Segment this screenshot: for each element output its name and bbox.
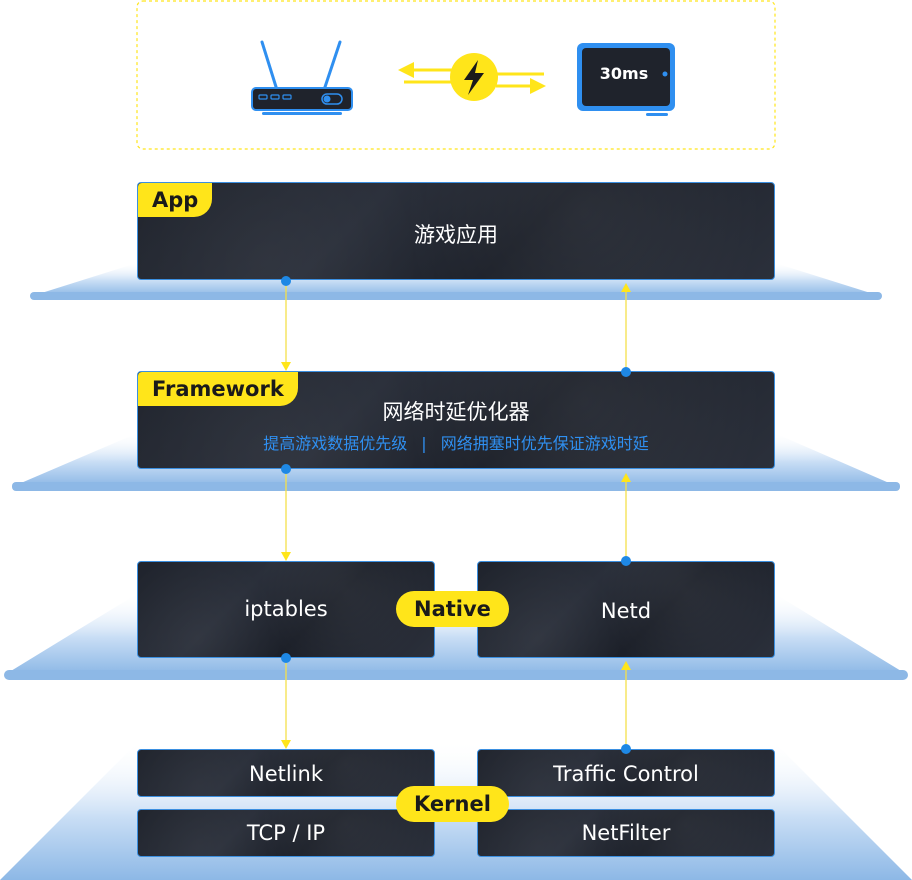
traffic-control-card[interactable]: Traffic Control — [477, 749, 775, 797]
arrow-heads — [281, 283, 631, 749]
framework-layer-title: 网络时延优化器 — [382, 400, 530, 424]
framework-subtitle: 提高游戏数据优先级 | 网络拥塞时优先保证游戏时延 — [138, 430, 774, 454]
framework-subtitle-right: 网络拥塞时优先保证游戏时延 — [440, 434, 649, 453]
arrow-down-icon — [281, 552, 291, 561]
tcp-ip-card[interactable]: TCP / IP — [137, 809, 435, 857]
arrow-up-icon — [621, 473, 631, 482]
app-layer-tag: App — [138, 183, 213, 217]
transfer-arrows-icon — [398, 62, 546, 94]
netlink-label: Netlink — [248, 762, 323, 786]
lightning-bolt-icon — [450, 53, 498, 101]
netlink-card[interactable]: Netlink — [137, 749, 435, 797]
arrow-up-icon — [621, 283, 631, 292]
arrow-down-icon — [281, 362, 291, 371]
framework-layer-card[interactable]: Framework 网络时延优化器 提高游戏数据优先级 | 网络拥塞时优先保证游戏时… — [137, 371, 775, 469]
connector-dot — [281, 464, 291, 474]
app-layer-title: 游戏应用 — [414, 223, 498, 247]
netfilter-label: NetFilter — [581, 821, 671, 845]
native-layer-tag: Native — [396, 591, 509, 627]
netd-label: Netd — [600, 599, 652, 623]
connector-dot — [621, 367, 631, 377]
connector-dot — [281, 276, 291, 286]
traffic-control-label: Traffic Control — [553, 762, 699, 786]
arrow-down-icon — [281, 740, 291, 749]
app-layer-card[interactable]: App 游戏应用 — [137, 182, 775, 280]
router-icon — [251, 40, 353, 115]
latency-readout: 30ms — [599, 64, 649, 83]
device-panel — [136, 0, 776, 150]
framework-subtitle-separator: | — [421, 434, 427, 453]
iptables-label: iptables — [244, 597, 328, 621]
netd-card[interactable]: Netd — [477, 561, 775, 658]
framework-subtitle-left: 提高游戏数据优先级 — [263, 434, 408, 453]
framework-layer-tag: Framework — [138, 372, 298, 406]
connector-dot — [621, 556, 631, 566]
arrow-up-icon — [621, 661, 631, 670]
tcp-ip-label: TCP / IP — [246, 821, 326, 845]
iptables-card[interactable]: iptables — [137, 561, 435, 658]
connectors — [285, 282, 627, 750]
netfilter-card[interactable]: NetFilter — [477, 809, 775, 857]
kernel-layer-tag: Kernel — [396, 786, 509, 822]
connector-dot — [621, 744, 631, 754]
connector-dot — [281, 653, 291, 663]
monitor-icon — [577, 43, 675, 116]
